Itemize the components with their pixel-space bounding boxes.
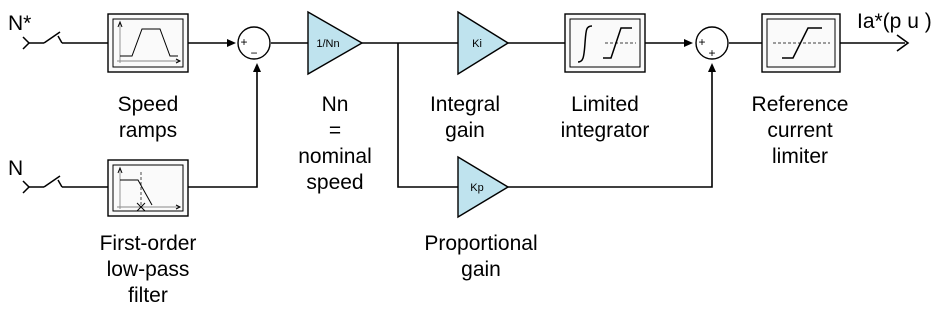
speed-ramps-label-line1: Speed [118, 93, 179, 116]
normalization-gain-text: 1/Nn [316, 38, 339, 50]
limited-integrator-block [564, 13, 646, 73]
speed-ramps-label-line2: ramps [119, 119, 177, 142]
speed-ramps-block [107, 13, 189, 73]
proportional-gain-triangle: Kp [457, 155, 510, 219]
filter-response-icon [117, 166, 182, 212]
proportional-gain-text: Kp [470, 182, 483, 194]
normalization-label-line4: speed [306, 171, 363, 194]
low-pass-filter-label-line3: filter [128, 284, 168, 307]
error-summing-junction: + − [237, 26, 271, 60]
saturation-symbol-icon [773, 27, 830, 59]
error-sum-plus-sign: + [240, 35, 247, 49]
integral-gain-label-line2: gain [445, 119, 485, 142]
low-pass-filter-label-line2: low-pass [107, 258, 190, 281]
output-sum-top-plus-sign: + [698, 35, 705, 49]
ramp-curve-icon [117, 20, 182, 64]
measured-speed-input-label: N [8, 157, 23, 180]
current-reference-output-label: Ia*(p u ) [857, 10, 932, 33]
normalization-gain-triangle: 1/Nn [307, 10, 364, 76]
integral-gain-text: Ki [472, 38, 482, 50]
normalization-label-line3: nominal [298, 145, 372, 168]
normalization-label-line1: Nn [322, 93, 349, 116]
limited-integrator-label-line1: Limited [571, 93, 639, 116]
output-summing-junction: + + [695, 26, 729, 60]
current-limiter-label-line2: current [767, 119, 833, 142]
low-pass-filter-block [107, 159, 189, 217]
reference-speed-input-label: N* [8, 12, 31, 35]
proportional-gain-label-line1: Proportional [424, 232, 537, 255]
output-sum-bottom-plus-sign: + [708, 46, 715, 60]
current-limiter-block [761, 13, 841, 73]
current-limiter-label-line1: Reference [752, 93, 849, 116]
proportional-gain-label-line2: gain [461, 258, 501, 281]
normalization-label-line2: = [329, 119, 341, 142]
integral-gain-triangle: Ki [457, 10, 510, 76]
integrator-symbol-icon [577, 25, 636, 63]
integral-gain-label-line1: Integral [430, 93, 500, 116]
measured-input-switch-icon [22, 175, 78, 194]
limited-integrator-label-line2: integrator [561, 119, 650, 142]
signal-wires [78, 34, 910, 188]
current-limiter-label-line3: limiter [772, 145, 828, 168]
error-sum-minus-sign: − [250, 46, 257, 60]
low-pass-filter-label-line1: First-order [100, 232, 197, 255]
reference-input-switch-icon [22, 31, 78, 50]
